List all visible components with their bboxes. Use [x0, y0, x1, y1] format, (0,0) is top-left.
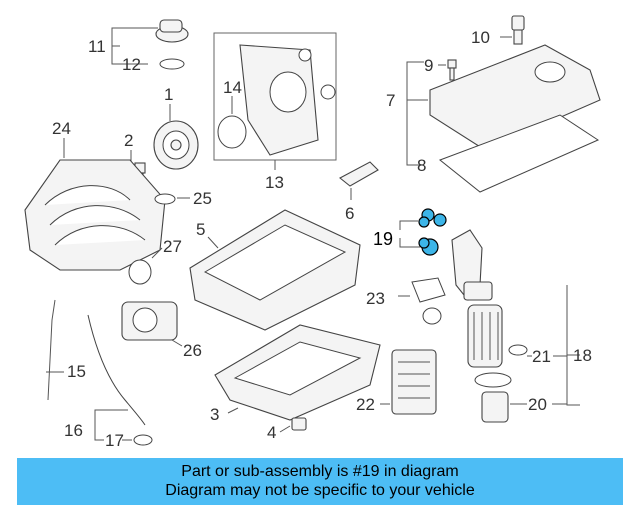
- part-18-oil-filter-housing: [451, 229, 580, 406]
- callout-24[interactable]: 24: [52, 119, 71, 138]
- part-4-drain-plug: [279, 417, 307, 433]
- callout-5[interactable]: 5: [196, 220, 205, 239]
- callout-10[interactable]: 10: [471, 28, 490, 47]
- banner-line-1: Part or sub-assembly is #19 in diagram: [181, 463, 459, 480]
- callout-11[interactable]: 11: [88, 37, 106, 56]
- callout-16[interactable]: 16: [64, 421, 83, 440]
- callout-7[interactable]: 7: [386, 91, 395, 110]
- part-21-filter-element: [467, 304, 567, 368]
- part-27-gasket: [128, 247, 163, 285]
- part-26-throttle-body: [121, 301, 183, 347]
- part-6-bracket: [339, 161, 379, 200]
- callout-26[interactable]: 26: [183, 341, 202, 360]
- callout-18[interactable]: 18: [573, 346, 592, 365]
- callout-27[interactable]: 27: [163, 237, 182, 256]
- part-9-bolt: [438, 59, 457, 81]
- info-banner: Part or sub-assembly is #19 in diagram D…: [17, 458, 623, 505]
- part-10-sensor: [500, 15, 525, 45]
- part-1-pulley: [153, 104, 199, 170]
- callout-3[interactable]: 3: [210, 405, 219, 424]
- part-3-oil-pan-lower: [214, 324, 381, 421]
- callout-14[interactable]: 14: [223, 78, 242, 97]
- callout-6[interactable]: 6: [345, 204, 354, 223]
- callout-25[interactable]: 25: [193, 189, 212, 208]
- part-23-gasket: [398, 277, 446, 325]
- part-7-valve-cover: [406, 44, 601, 166]
- callout-2[interactable]: 2: [124, 131, 133, 150]
- part-8-valve-cover-gasket: [439, 114, 600, 193]
- part-20-filter-cap: [474, 372, 567, 423]
- callout-20[interactable]: 20: [528, 395, 547, 414]
- callout-13[interactable]: 13: [265, 173, 284, 192]
- callout-23[interactable]: 23: [366, 289, 385, 308]
- callout-4[interactable]: 4: [267, 423, 276, 442]
- banner-line-2: Diagram may not be specific to your vehi…: [165, 482, 475, 499]
- part-22-oil-cooler: [380, 349, 437, 415]
- callout-17[interactable]: 17: [105, 431, 124, 450]
- callout-21[interactable]: 21: [532, 347, 551, 366]
- callout-8[interactable]: 8: [417, 156, 426, 175]
- callout-15[interactable]: 15: [67, 362, 86, 381]
- callout-22[interactable]: 22: [356, 395, 375, 414]
- callout-1[interactable]: 1: [164, 85, 173, 104]
- callout-19[interactable]: 19: [373, 229, 393, 249]
- callout-9[interactable]: 9: [424, 56, 433, 75]
- part-14-seal: [217, 96, 247, 149]
- part-11-oil-cap: [111, 19, 189, 70]
- part-15-dipstick: [46, 299, 64, 401]
- part-25-seal: [154, 193, 190, 205]
- part-5-oil-pan-upper: [189, 209, 361, 331]
- callout-12[interactable]: 12: [122, 55, 141, 74]
- part-19-seals: [399, 208, 447, 256]
- part-24-intake-manifold: [24, 138, 166, 271]
- part-16-dipstick-tube: [87, 314, 153, 446]
- part-13-timing-cover: [213, 32, 337, 170]
